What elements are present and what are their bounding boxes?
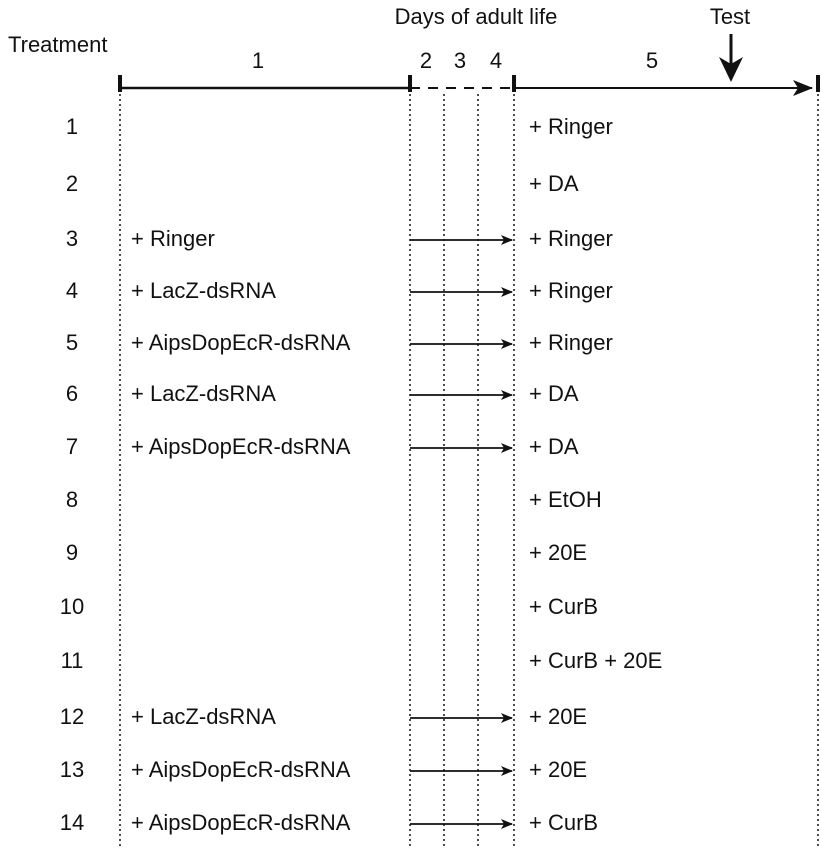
treatment-number: 7 [66, 434, 78, 459]
treatment-row: 14 + AipsDopEcR-dsRNA + CurB [60, 810, 598, 835]
treatment-row: 5 + AipsDopEcR-dsRNA + Ringer [66, 330, 613, 355]
treatment-number: 1 [66, 114, 78, 139]
treatment-row: 3 + Ringer + Ringer [66, 226, 613, 251]
treatment-row: 11 + CurB + 20E [61, 648, 663, 673]
treatment-row: 12 + LacZ-dsRNA + 20E [60, 704, 587, 729]
treatment-row: 9 + 20E [66, 540, 587, 565]
treatment-number: 14 [60, 810, 84, 835]
timeline-axis [118, 75, 820, 96]
day-boundary-guides [119, 94, 819, 848]
treatment-number: 3 [66, 226, 78, 251]
test-day-treatment-label: + Ringer [529, 114, 613, 139]
treatment-row: 1 + Ringer [66, 114, 613, 139]
treatment-number: 5 [66, 330, 78, 355]
test-day-treatment-label: + 20E [529, 757, 587, 782]
day-label-4: 4 [490, 48, 502, 73]
test-day-treatment-label: + CurB [529, 594, 598, 619]
test-day-treatment-label: + 20E [529, 540, 587, 565]
day-label-5: 5 [646, 48, 658, 73]
pre-treatment-label: + AipsDopEcR-dsRNA [131, 330, 351, 355]
pre-treatment-label: + LacZ-dsRNA [131, 381, 276, 406]
pre-treatment-label: + Ringer [131, 226, 215, 251]
pre-treatment-label: + AipsDopEcR-dsRNA [131, 434, 351, 459]
test-day-treatment-label: + Ringer [529, 330, 613, 355]
treatment-row: 6 + LacZ-dsRNA + DA [66, 381, 579, 406]
test-label: Test [710, 4, 750, 29]
treatment-number: 11 [61, 648, 84, 673]
day-label-3: 3 [454, 48, 466, 73]
treatment-column-header: Treatment [8, 32, 107, 57]
test-day-treatment-label: + EtOH [529, 487, 602, 512]
treatment-row: 7 + AipsDopEcR-dsRNA + DA [66, 434, 579, 459]
test-day-treatment-label: + CurB + 20E [529, 648, 662, 673]
pre-treatment-label: + AipsDopEcR-dsRNA [131, 757, 351, 782]
test-day-treatment-label: + Ringer [529, 278, 613, 303]
test-arrow-icon [719, 34, 743, 82]
test-day-treatment-label: + 20E [529, 704, 587, 729]
day-label-2: 2 [420, 48, 432, 73]
treatment-number: 4 [66, 278, 78, 303]
test-day-treatment-label: + CurB [529, 810, 598, 835]
pre-treatment-label: + LacZ-dsRNA [131, 704, 276, 729]
test-day-treatment-label: + DA [529, 171, 579, 196]
treatment-row: 2 + DA [66, 171, 579, 196]
treatment-number: 12 [60, 704, 84, 729]
treatment-number: 9 [66, 540, 78, 565]
treatment-number: 2 [66, 171, 78, 196]
treatment-row: 4 + LacZ-dsRNA + Ringer [66, 278, 613, 303]
test-day-treatment-label: + DA [529, 381, 579, 406]
treatment-row: 8 + EtOH [66, 487, 602, 512]
timeline-title: Days of adult life [395, 4, 558, 29]
test-day-treatment-label: + DA [529, 434, 579, 459]
treatment-number: 13 [60, 757, 84, 782]
test-day-treatment-label: + Ringer [529, 226, 613, 251]
treatment-number: 8 [66, 487, 78, 512]
treatment-row: 13 + AipsDopEcR-dsRNA + 20E [60, 757, 587, 782]
treatment-number: 10 [60, 594, 84, 619]
treatment-rows: 1 + Ringer 2 + DA 3 + Ringer + Ringer 4 + LacZ-d… [60, 114, 663, 835]
pre-treatment-label: + AipsDopEcR-dsRNA [131, 810, 351, 835]
treatment-number: 6 [66, 381, 78, 406]
day-label-1: 1 [252, 48, 264, 73]
pre-treatment-label: + LacZ-dsRNA [131, 278, 276, 303]
treatment-row: 10 + CurB [60, 594, 598, 619]
